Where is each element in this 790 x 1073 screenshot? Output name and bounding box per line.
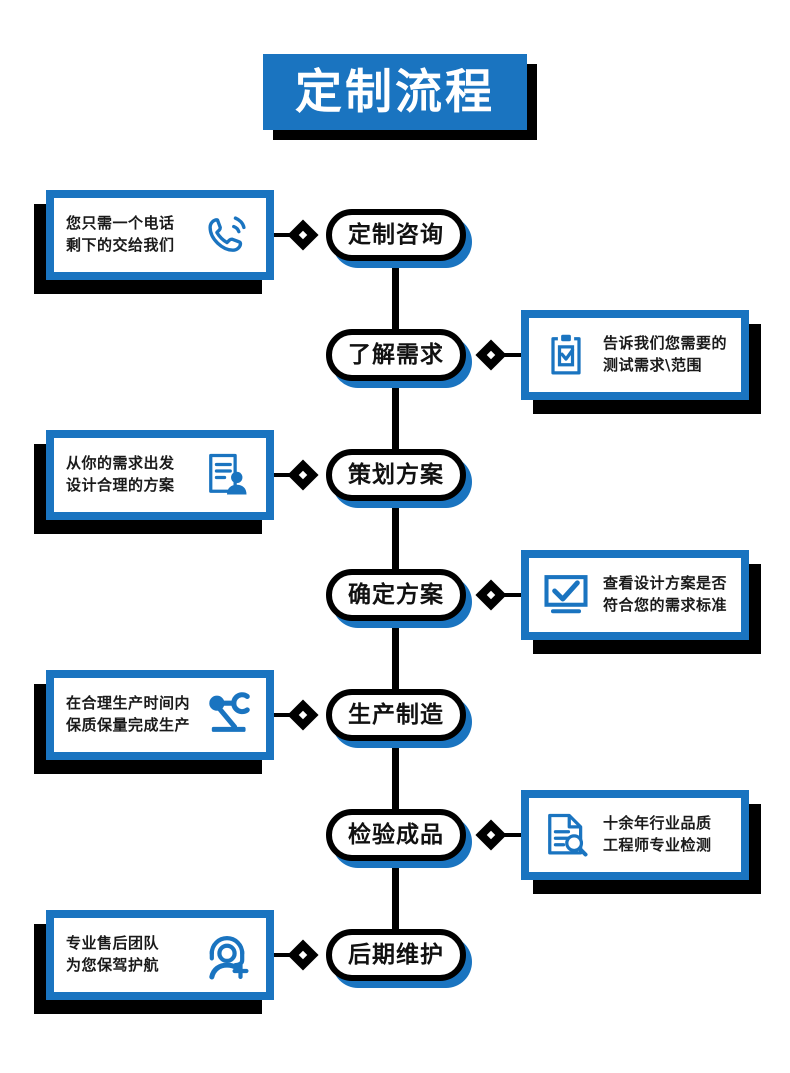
connector-right-3 (474, 819, 532, 851)
card-text: 您只需一个电话 剩下的交给我们 (66, 213, 175, 257)
connector-diamond-marker (287, 699, 319, 731)
card-text: 查看设计方案是否 符合您的需求标准 (603, 573, 727, 617)
node-body: 检验成品 (326, 809, 466, 861)
info-card-clipboard[interactable]: 告诉我们您需要的 测试需求\范围 (521, 310, 761, 414)
card-text: 在合理生产时间内 保质保量完成生产 (66, 693, 190, 737)
monitor-check-icon (539, 568, 593, 622)
connector-left-3 (268, 699, 326, 731)
node-body: 后期维护 (326, 929, 466, 981)
flow-step-node-4[interactable]: 确定方案 (326, 569, 472, 628)
card-body: 十余年行业品质 工程师专业检测 (521, 790, 749, 880)
flow-spine-segment-4 (392, 621, 399, 693)
info-card-robot-arm[interactable]: 在合理生产时间内 保质保量完成生产 (34, 670, 274, 774)
flow-step-node-5[interactable]: 生产制造 (326, 689, 472, 748)
flow-spine-segment-2 (392, 381, 399, 453)
connector-left-1 (268, 219, 326, 251)
flow-step-node-1[interactable]: 定制咨询 (326, 209, 472, 268)
card-text-line1: 告诉我们您需要的 (603, 334, 728, 353)
card-text-line1: 在合理生产时间内 (66, 694, 191, 713)
connector-left-2 (268, 459, 326, 491)
card-body: 在合理生产时间内 保质保量完成生产 (46, 670, 274, 760)
phone-call-icon (200, 208, 254, 262)
card-body: 告诉我们您需要的 测试需求\范围 (521, 310, 749, 400)
flow-step-label: 定制咨询 (348, 221, 444, 248)
document-person-icon (200, 448, 254, 502)
document-search-icon (539, 808, 593, 862)
info-card-phone[interactable]: 您只需一个电话 剩下的交给我们 (34, 190, 274, 294)
node-body: 策划方案 (326, 449, 466, 501)
card-text-line1: 查看设计方案是否 (603, 574, 728, 593)
card-text-line2: 保质保量完成生产 (66, 716, 191, 734)
page-title-banner: 定制流程 (263, 54, 537, 140)
card-text-line2: 符合您的需求标准 (603, 596, 728, 614)
card-body: 专业售后团队 为您保驾护航 (46, 910, 274, 1000)
card-text-line2: 设计合理的方案 (66, 476, 175, 494)
info-card-document-person[interactable]: 从你的需求出发 设计合理的方案 (34, 430, 274, 534)
card-text-line2: 为您保驾护航 (66, 956, 160, 974)
connector-line (498, 353, 532, 357)
robot-arm-icon (200, 688, 254, 742)
card-text-line2: 工程师专业检测 (603, 836, 712, 854)
card-text: 十余年行业品质 工程师专业检测 (603, 813, 712, 857)
info-card-monitor-check[interactable]: 查看设计方案是否 符合您的需求标准 (521, 550, 761, 654)
card-text-line2: 测试需求\范围 (603, 356, 702, 374)
headset-support-icon (200, 928, 254, 982)
flow-step-node-7[interactable]: 后期维护 (326, 929, 472, 988)
flow-spine-segment-3 (392, 501, 399, 573)
card-text-line1: 专业售后团队 (66, 934, 160, 953)
card-text: 专业售后团队 为您保驾护航 (66, 933, 159, 977)
card-text-line1: 十余年行业品质 (603, 814, 712, 833)
connector-diamond-marker (287, 459, 319, 491)
connector-line (498, 833, 532, 837)
flow-step-node-3[interactable]: 策划方案 (326, 449, 472, 508)
info-card-document-search[interactable]: 十余年行业品质 工程师专业检测 (521, 790, 761, 894)
flow-step-node-2[interactable]: 了解需求 (326, 329, 472, 388)
card-body: 从你的需求出发 设计合理的方案 (46, 430, 274, 520)
flow-spine-segment-5 (392, 741, 399, 813)
clipboard-check-icon (539, 328, 593, 382)
card-text-line1: 您只需一个电话 (66, 214, 175, 233)
flow-step-label: 确定方案 (348, 581, 444, 608)
connector-diamond-marker (287, 939, 319, 971)
card-body: 查看设计方案是否 符合您的需求标准 (521, 550, 749, 640)
info-card-headset-support[interactable]: 专业售后团队 为您保驾护航 (34, 910, 274, 1014)
title-plate: 定制流程 (263, 54, 527, 130)
flow-step-node-6[interactable]: 检验成品 (326, 809, 472, 868)
connector-right-1 (474, 339, 532, 371)
flow-step-label: 检验成品 (348, 821, 444, 848)
flow-spine-segment-1 (392, 261, 399, 333)
node-body: 生产制造 (326, 689, 466, 741)
card-text-line1: 从你的需求出发 (66, 454, 175, 473)
card-text: 告诉我们您需要的 测试需求\范围 (603, 333, 727, 377)
page-title: 定制流程 (295, 64, 495, 120)
node-body: 确定方案 (326, 569, 466, 621)
connector-left-4 (268, 939, 326, 971)
card-body: 您只需一个电话 剩下的交给我们 (46, 190, 274, 280)
connector-right-2 (474, 579, 532, 611)
node-body: 定制咨询 (326, 209, 466, 261)
flow-step-label: 后期维护 (348, 941, 444, 968)
connector-diamond-marker (287, 219, 319, 251)
flow-step-label: 了解需求 (348, 341, 444, 368)
flow-step-label: 策划方案 (348, 461, 444, 488)
connector-line (498, 593, 532, 597)
node-body: 了解需求 (326, 329, 466, 381)
flow-spine-segment-6 (392, 861, 399, 933)
card-text-line2: 剩下的交给我们 (66, 236, 175, 254)
flow-step-label: 生产制造 (348, 701, 444, 728)
card-text: 从你的需求出发 设计合理的方案 (66, 453, 175, 497)
